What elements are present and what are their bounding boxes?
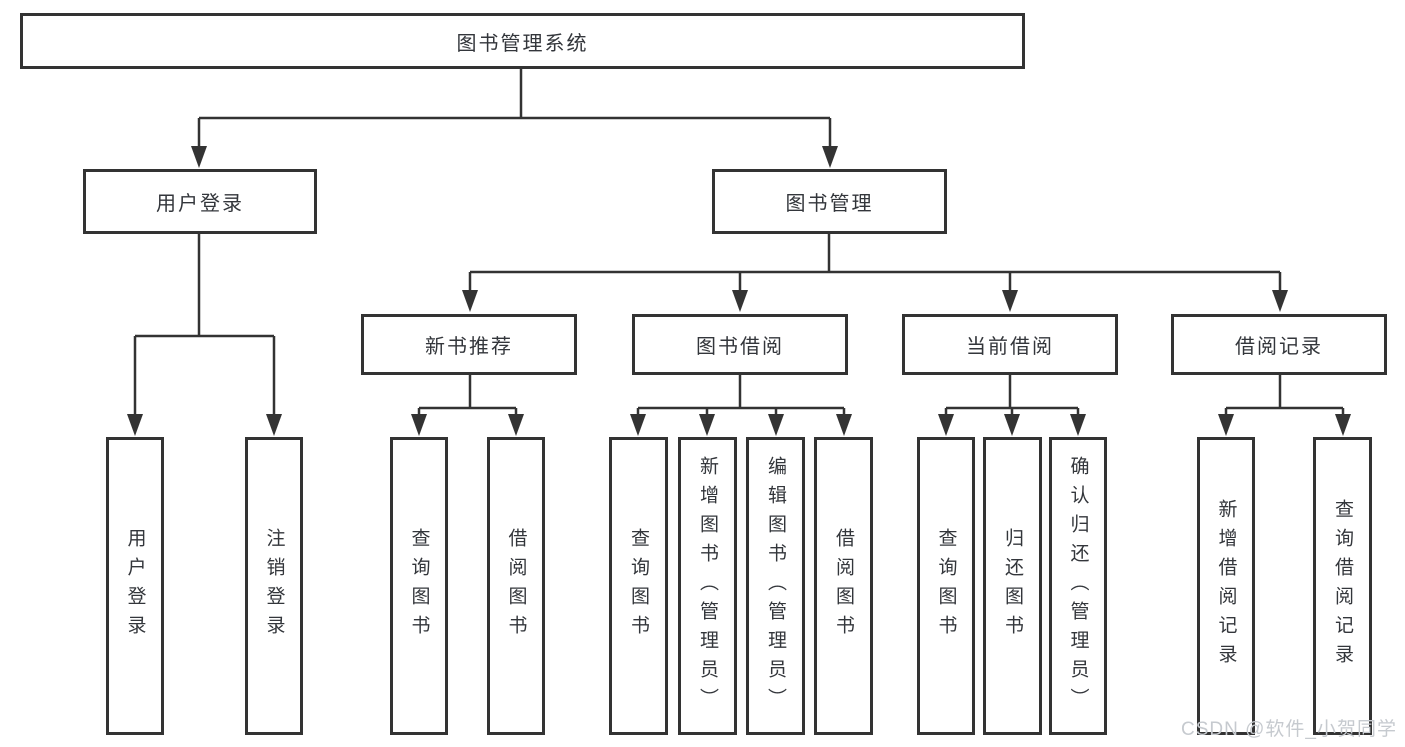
connector-stems <box>133 69 1345 418</box>
leaf-query-books-recommend: 查询图书 <box>390 437 448 735</box>
arrowhead-icon <box>411 414 427 436</box>
arrowhead-icon <box>836 414 852 436</box>
arrowhead-icon <box>508 414 524 436</box>
arrowhead-icon <box>822 146 838 168</box>
arrowhead-icon <box>1335 414 1351 436</box>
leaf-borrow-books-borrowing: 借阅图书 <box>814 437 873 735</box>
arrowhead-icon <box>462 290 478 312</box>
leaf-query-borrow-record: 查询借阅记录 <box>1313 437 1372 735</box>
arrowhead-icon <box>1002 290 1018 312</box>
leaf-return-book: 归还图书 <box>983 437 1042 735</box>
csdn-watermark: CSDN @软件_小贺同学 <box>1181 719 1397 740</box>
node-borrowing-records: 借阅记录 <box>1171 314 1387 375</box>
leaf-edit-book-admin: 编辑图书（管理员） <box>746 437 805 735</box>
arrowhead-icon <box>127 414 143 436</box>
node-user-login-module: 用户登录 <box>83 169 317 234</box>
arrowhead-icon <box>1070 414 1086 436</box>
leaf-confirm-return-admin: 确认归还（管理员） <box>1049 437 1107 735</box>
leaf-add-borrow-record: 新增借阅记录 <box>1197 437 1255 735</box>
leaf-query-books-borrowing: 查询图书 <box>609 437 668 735</box>
arrowhead-icon <box>266 414 282 436</box>
node-current-borrowing: 当前借阅 <box>902 314 1118 375</box>
arrowhead-icon <box>1218 414 1234 436</box>
arrowhead-icon <box>1004 414 1020 436</box>
node-library-management-system: 图书管理系统 <box>20 13 1025 69</box>
arrowhead-icon <box>191 146 207 168</box>
arrowhead-icon <box>938 414 954 436</box>
node-book-borrowing: 图书借阅 <box>632 314 848 375</box>
arrowheads <box>127 146 1351 436</box>
leaf-user-login: 用户登录 <box>106 437 164 735</box>
leaf-borrow-books-recommend: 借阅图书 <box>487 437 545 735</box>
arrowhead-icon <box>630 414 646 436</box>
arrowhead-icon <box>768 414 784 436</box>
arrowhead-icon <box>699 414 715 436</box>
arrowhead-icon <box>1272 290 1288 312</box>
leaf-query-books-current: 查询图书 <box>917 437 975 735</box>
leaf-add-book-admin: 新增图书（管理员） <box>678 437 737 735</box>
node-book-management-module: 图书管理 <box>712 169 947 234</box>
node-new-book-recommendation: 新书推荐 <box>361 314 577 375</box>
arrowhead-icon <box>732 290 748 312</box>
leaf-logout: 注销登录 <box>245 437 303 735</box>
